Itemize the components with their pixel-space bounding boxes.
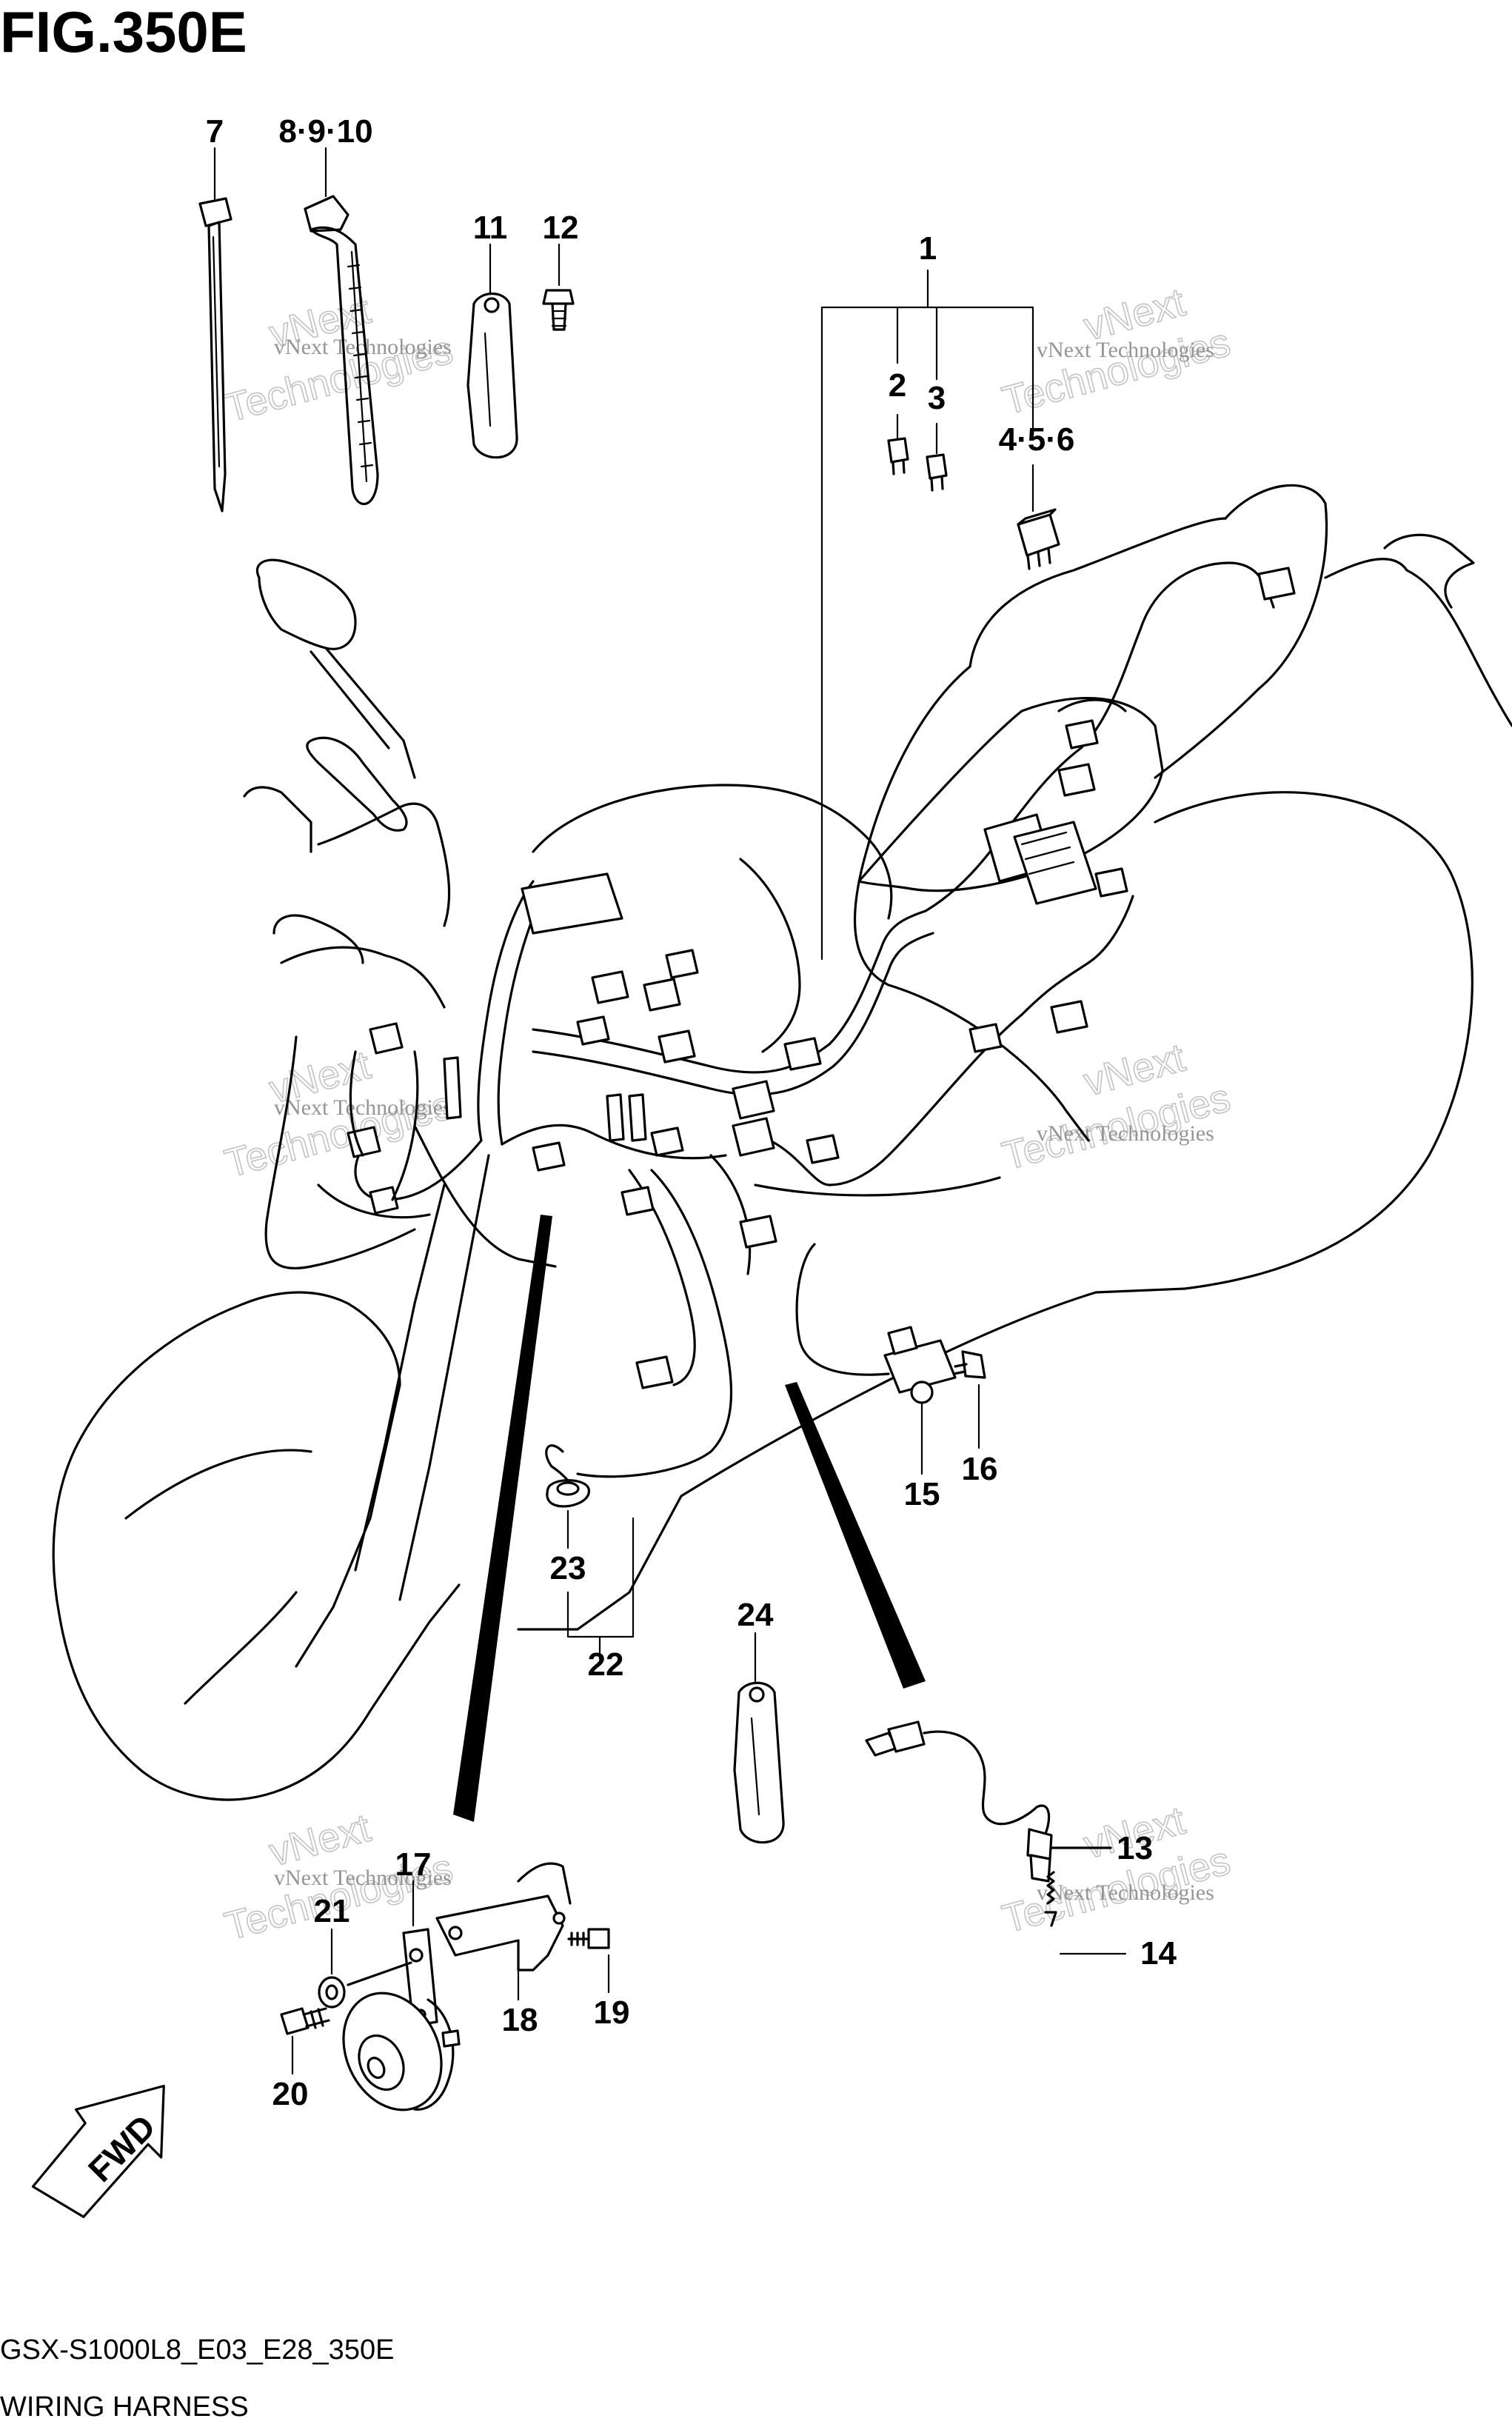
callout-15: 15 <box>904 1476 940 1512</box>
callout-24: 24 <box>737 1597 774 1633</box>
callout-11: 11 <box>473 210 508 246</box>
horn-bracket-part-17 <box>402 1928 438 2027</box>
figure-title: FIG.350E <box>0 0 247 64</box>
horn-bracket-part-18 <box>412 1862 572 2001</box>
svg-text:vNext Technologies: vNext Technologies <box>1037 1880 1214 1905</box>
svg-text:vNext Technologies: vNext Technologies <box>274 335 452 359</box>
watermark-group: vNext Technologies vNext Technologies vN… <box>220 279 1236 1949</box>
svg-text:vNext Technologies: vNext Technologies <box>1037 338 1214 362</box>
horn-part <box>342 1961 461 2111</box>
callout-21: 21 <box>314 1893 350 1929</box>
bolt-part-16 <box>952 1350 986 1449</box>
pointer-arrows <box>453 1215 926 1822</box>
bolt-part-12 <box>542 243 575 331</box>
main-wiring-harness <box>347 561 1296 1478</box>
watermark-mid-left: vNext Technologies vNext Technologies <box>220 1042 458 1186</box>
callout-3: 3 <box>928 380 946 416</box>
motorcycle-outline <box>52 484 1512 1801</box>
sensor-lead-part-13 <box>865 1720 1112 1883</box>
clamp-part-8-9-10 <box>304 147 379 506</box>
svg-text:vNext Technologies: vNext Technologies <box>1037 1121 1214 1146</box>
callout-14: 14 <box>1140 1935 1177 1972</box>
callout-4-5-6: 4·5·6 <box>999 421 1075 458</box>
leader-bracket-part-1 <box>820 269 1034 961</box>
cable-tie-part-7 <box>198 147 233 513</box>
callout-13: 13 <box>1117 1830 1153 1866</box>
strap-part-24 <box>733 1632 785 1844</box>
svg-text:vNext Technologies: vNext Technologies <box>274 1866 452 1890</box>
bolt-part-20 <box>280 2007 330 2075</box>
callout-18: 18 <box>502 2002 538 2038</box>
svg-text:vNext: vNext <box>265 1806 375 1875</box>
watermark-mid-right: vNext Technologies vNext Technologies <box>997 1035 1236 1179</box>
fuse-part-3 <box>926 453 948 492</box>
callout-16: 16 <box>962 1451 998 1487</box>
callout-22: 22 <box>588 1646 624 1683</box>
forward-direction-arrow: FWD <box>31 2084 165 2218</box>
watermark-top-left: vNext Technologies vNext Technologies <box>220 287 458 431</box>
callout-12: 12 <box>543 210 579 246</box>
callout-23: 23 <box>550 1550 586 1586</box>
callout-7: 7 <box>206 113 224 150</box>
wire-part-22 <box>545 1444 635 1660</box>
callout-labels: 7 8·9·10 11 12 1 2 3 4·5·6 15 16 23 22 2… <box>206 113 1177 2112</box>
callout-17: 17 <box>395 1846 432 1883</box>
callout-8-9-10: 8·9·10 <box>278 113 372 150</box>
sensor-part-15 <box>795 1243 957 1475</box>
callout-2: 2 <box>889 367 906 404</box>
fuse-part-2 <box>887 437 909 475</box>
strap-part-11 <box>466 243 518 459</box>
bolt-part-19 <box>567 1928 610 1994</box>
callout-20: 20 <box>272 2076 309 2112</box>
spring-part-14 <box>1044 1871 1127 1955</box>
svg-text:vNext Technologies: vNext Technologies <box>274 1095 452 1120</box>
callout-1: 1 <box>919 230 937 267</box>
callout-19: 19 <box>594 1994 630 2031</box>
relay-part-4-5-6 <box>1017 508 1060 570</box>
footer-code: GSX-S1000L8_E03_E28_350E <box>0 2334 394 2366</box>
footer-name: WIRING HARNESS <box>0 2391 249 2423</box>
washer-part-21 <box>318 1928 346 2009</box>
